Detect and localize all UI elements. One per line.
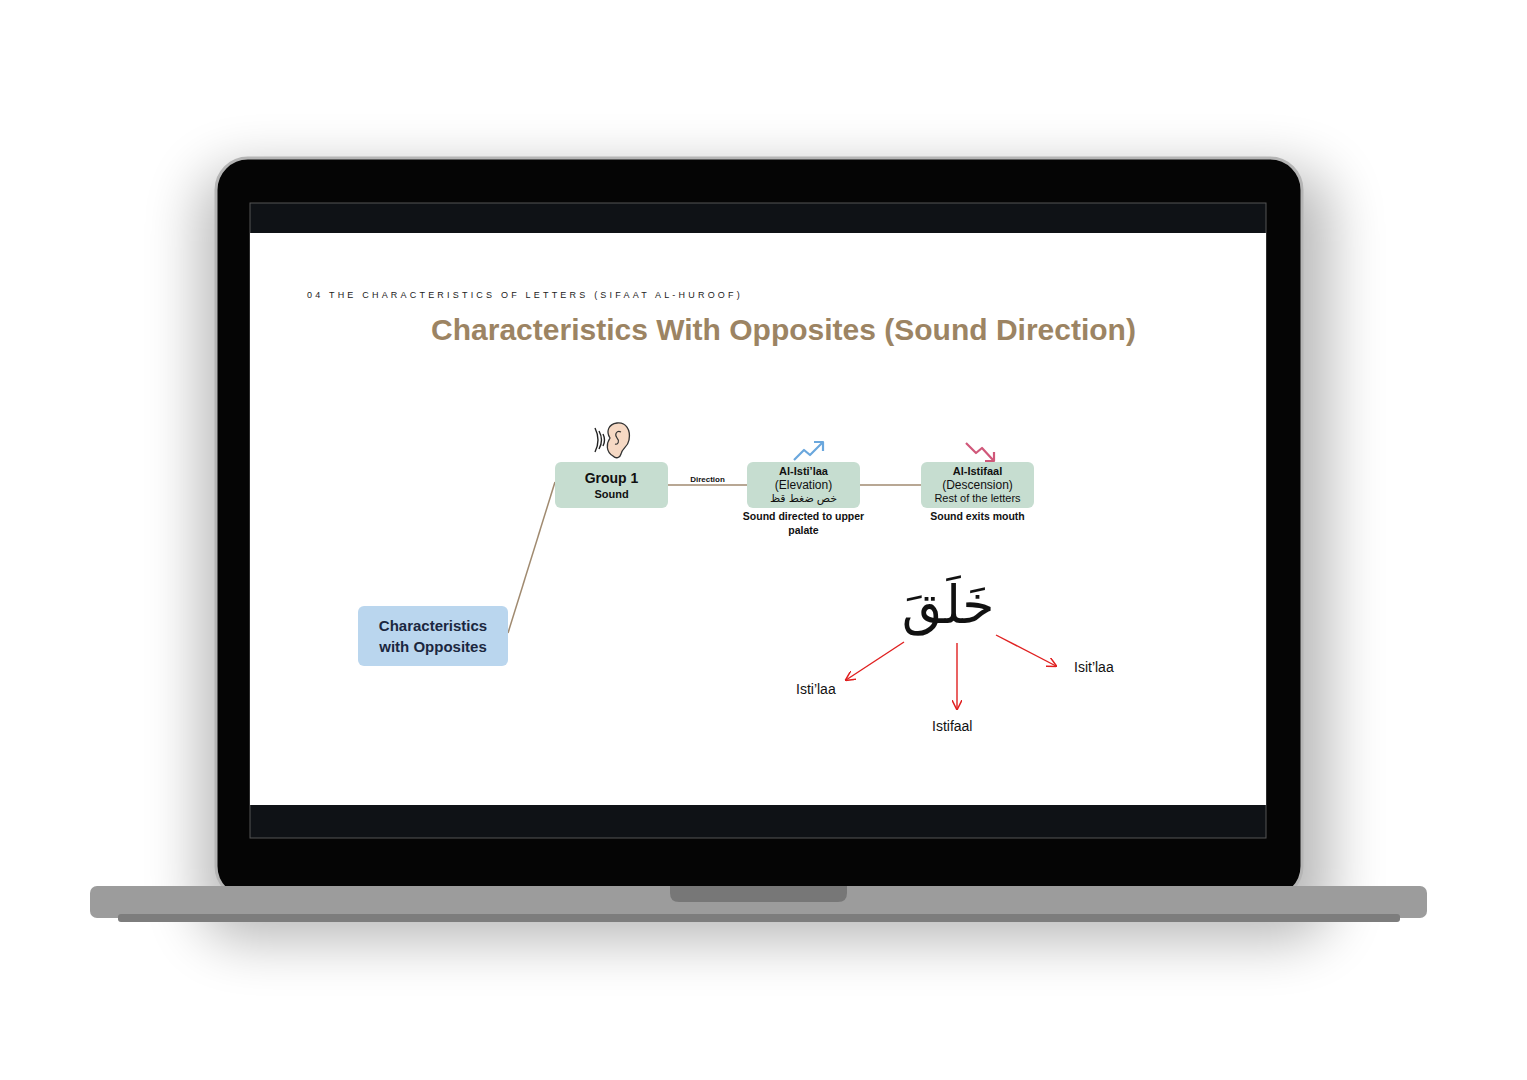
box-text: Rest of the letters [934, 492, 1020, 505]
box-text: (Elevation) [775, 478, 832, 492]
red-arrow [846, 635, 1056, 709]
rising-trend-icon [794, 442, 823, 460]
root-box: Characteristics with Opposites [358, 606, 508, 666]
category-box: Group 1Sound [555, 462, 668, 508]
arrow-label: Isti’laa [796, 681, 836, 697]
falling-trend-icon [966, 443, 994, 461]
box-text: Al-Istifaal [953, 465, 1003, 478]
screen [250, 203, 1266, 838]
box-text: خص ضغط قظ [770, 492, 837, 505]
section-header: 04 THE CHARACTERISTICS OF LETTERS (SIFAA… [307, 290, 743, 300]
arabic-word: خَلَقَ [902, 570, 995, 640]
arrow-label: Istifaal [932, 718, 972, 734]
box-text: Group 1 [585, 470, 639, 487]
connector-line [668, 484, 747, 486]
arrow-label: Isit’laa [1074, 659, 1114, 675]
connector-line [860, 484, 921, 486]
laptop-base [90, 886, 1427, 918]
category-box: Al-Istifaal(Descension)Rest of the lette… [921, 462, 1034, 508]
box-text: Sound [594, 487, 628, 501]
laptop-lid [216, 158, 1302, 898]
caption-below: Sound exits mouth [906, 509, 1049, 523]
box-text: Al-Isti’laa [779, 465, 828, 478]
category-box: Al-Isti’laa(Elevation)خص ضغط قظSound dir… [747, 462, 860, 508]
connector-line [508, 482, 555, 633]
slide-title: Characteristics With Opposites (Sound Di… [20, 313, 1527, 347]
lid-notch [670, 886, 847, 902]
box-text: (Descension) [942, 478, 1013, 492]
ear-icon [595, 423, 629, 458]
caption-below: Sound directed to upper palate [732, 509, 875, 537]
box-text: Characteristics with Opposites [363, 615, 503, 657]
edge-label: Direction [688, 475, 727, 484]
drop-shadow [200, 170, 1330, 940]
base-edge [118, 914, 1400, 922]
